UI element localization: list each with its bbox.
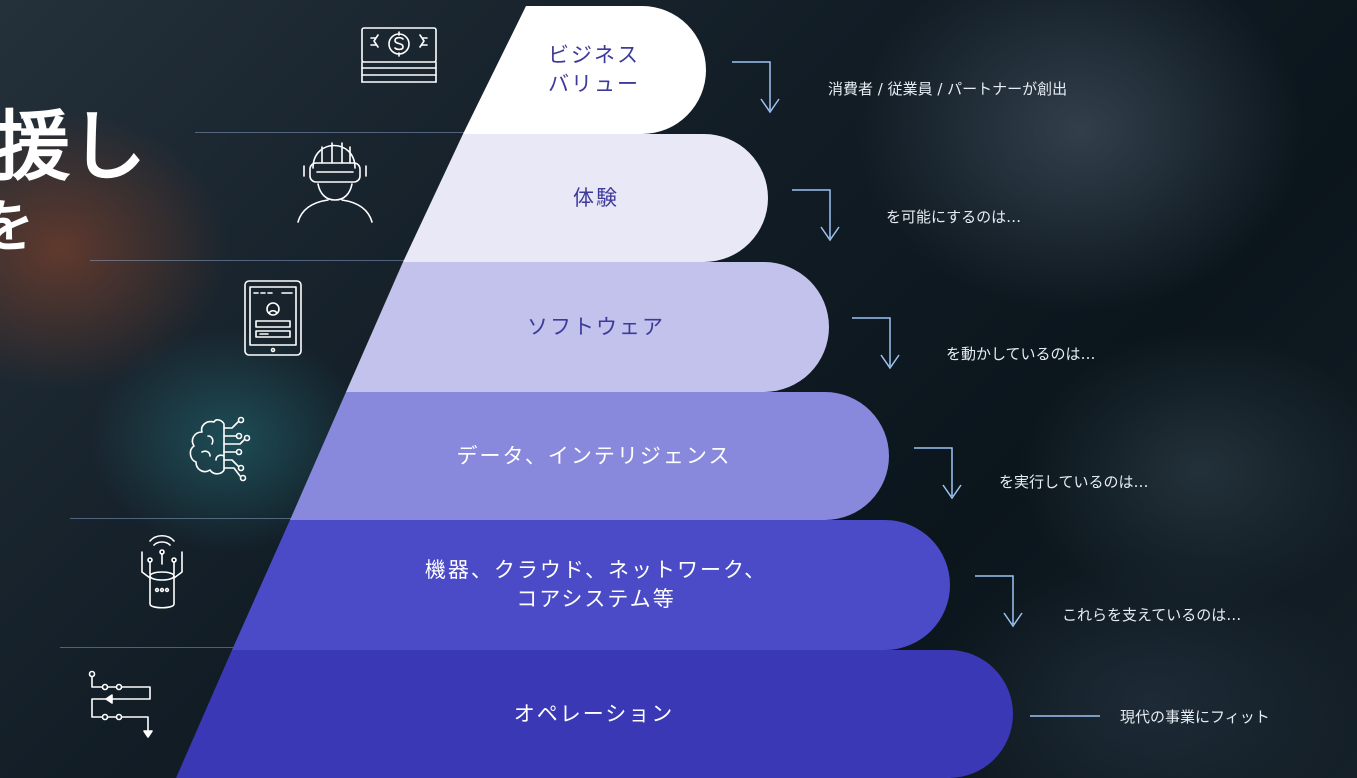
down-arrow-connector-2 <box>792 189 840 242</box>
tier-description-5: これらを支えているのは… <box>1062 606 1242 624</box>
down-arrow-connector-3 <box>852 317 900 370</box>
pyramid-tier-3 <box>346 262 829 392</box>
tier-label-5: 機器、クラウド、ネットワーク、 コアシステム等 <box>424 558 768 611</box>
headline-line-3: 〉 <box>0 248 26 308</box>
tier-description-6: 現代の事業にフィット <box>1120 708 1270 726</box>
tier-description-4: を実行しているのは… <box>999 473 1149 491</box>
vr-headset-person-icon <box>297 142 373 223</box>
divider-line <box>90 260 420 261</box>
headline-line-1: 援し <box>0 102 146 191</box>
money-icon <box>361 27 437 83</box>
tier-label-6: オペレーション <box>513 701 675 726</box>
tablet-app-icon <box>244 280 302 356</box>
pyramid-tier-2 <box>403 134 768 262</box>
down-arrow-connector-1 <box>732 61 780 114</box>
divider-line <box>70 518 310 519</box>
tier-label-3: ソフトウェア <box>527 314 665 339</box>
pyramid-tier-5 <box>232 520 950 650</box>
tier-description-1: 消費者 / 従業員 / パートナーが創出 <box>828 80 1068 98</box>
tier-label-4: データ、インテリジェンス <box>456 443 732 468</box>
divider-line <box>60 647 250 648</box>
headline-line-2: を <box>0 195 34 260</box>
pyramid-tier-6 <box>176 650 1013 778</box>
process-flow-icon <box>88 670 153 738</box>
tier-label-1: ビジネス バリュー <box>548 43 640 96</box>
down-arrow-connector-5 <box>975 575 1023 628</box>
down-arrow-connector-4 <box>914 447 962 500</box>
tier-label-2: 体験 <box>573 185 619 210</box>
divider-line <box>195 132 525 133</box>
database-network-icon <box>141 534 183 609</box>
brain-circuit-icon <box>189 416 251 482</box>
pyramid-tier-1 <box>463 6 706 134</box>
tier-description-3: を動かしているのは… <box>946 345 1096 363</box>
pyramid-tier-4 <box>290 392 889 520</box>
tier-description-2: を可能にするのは… <box>886 208 1022 226</box>
